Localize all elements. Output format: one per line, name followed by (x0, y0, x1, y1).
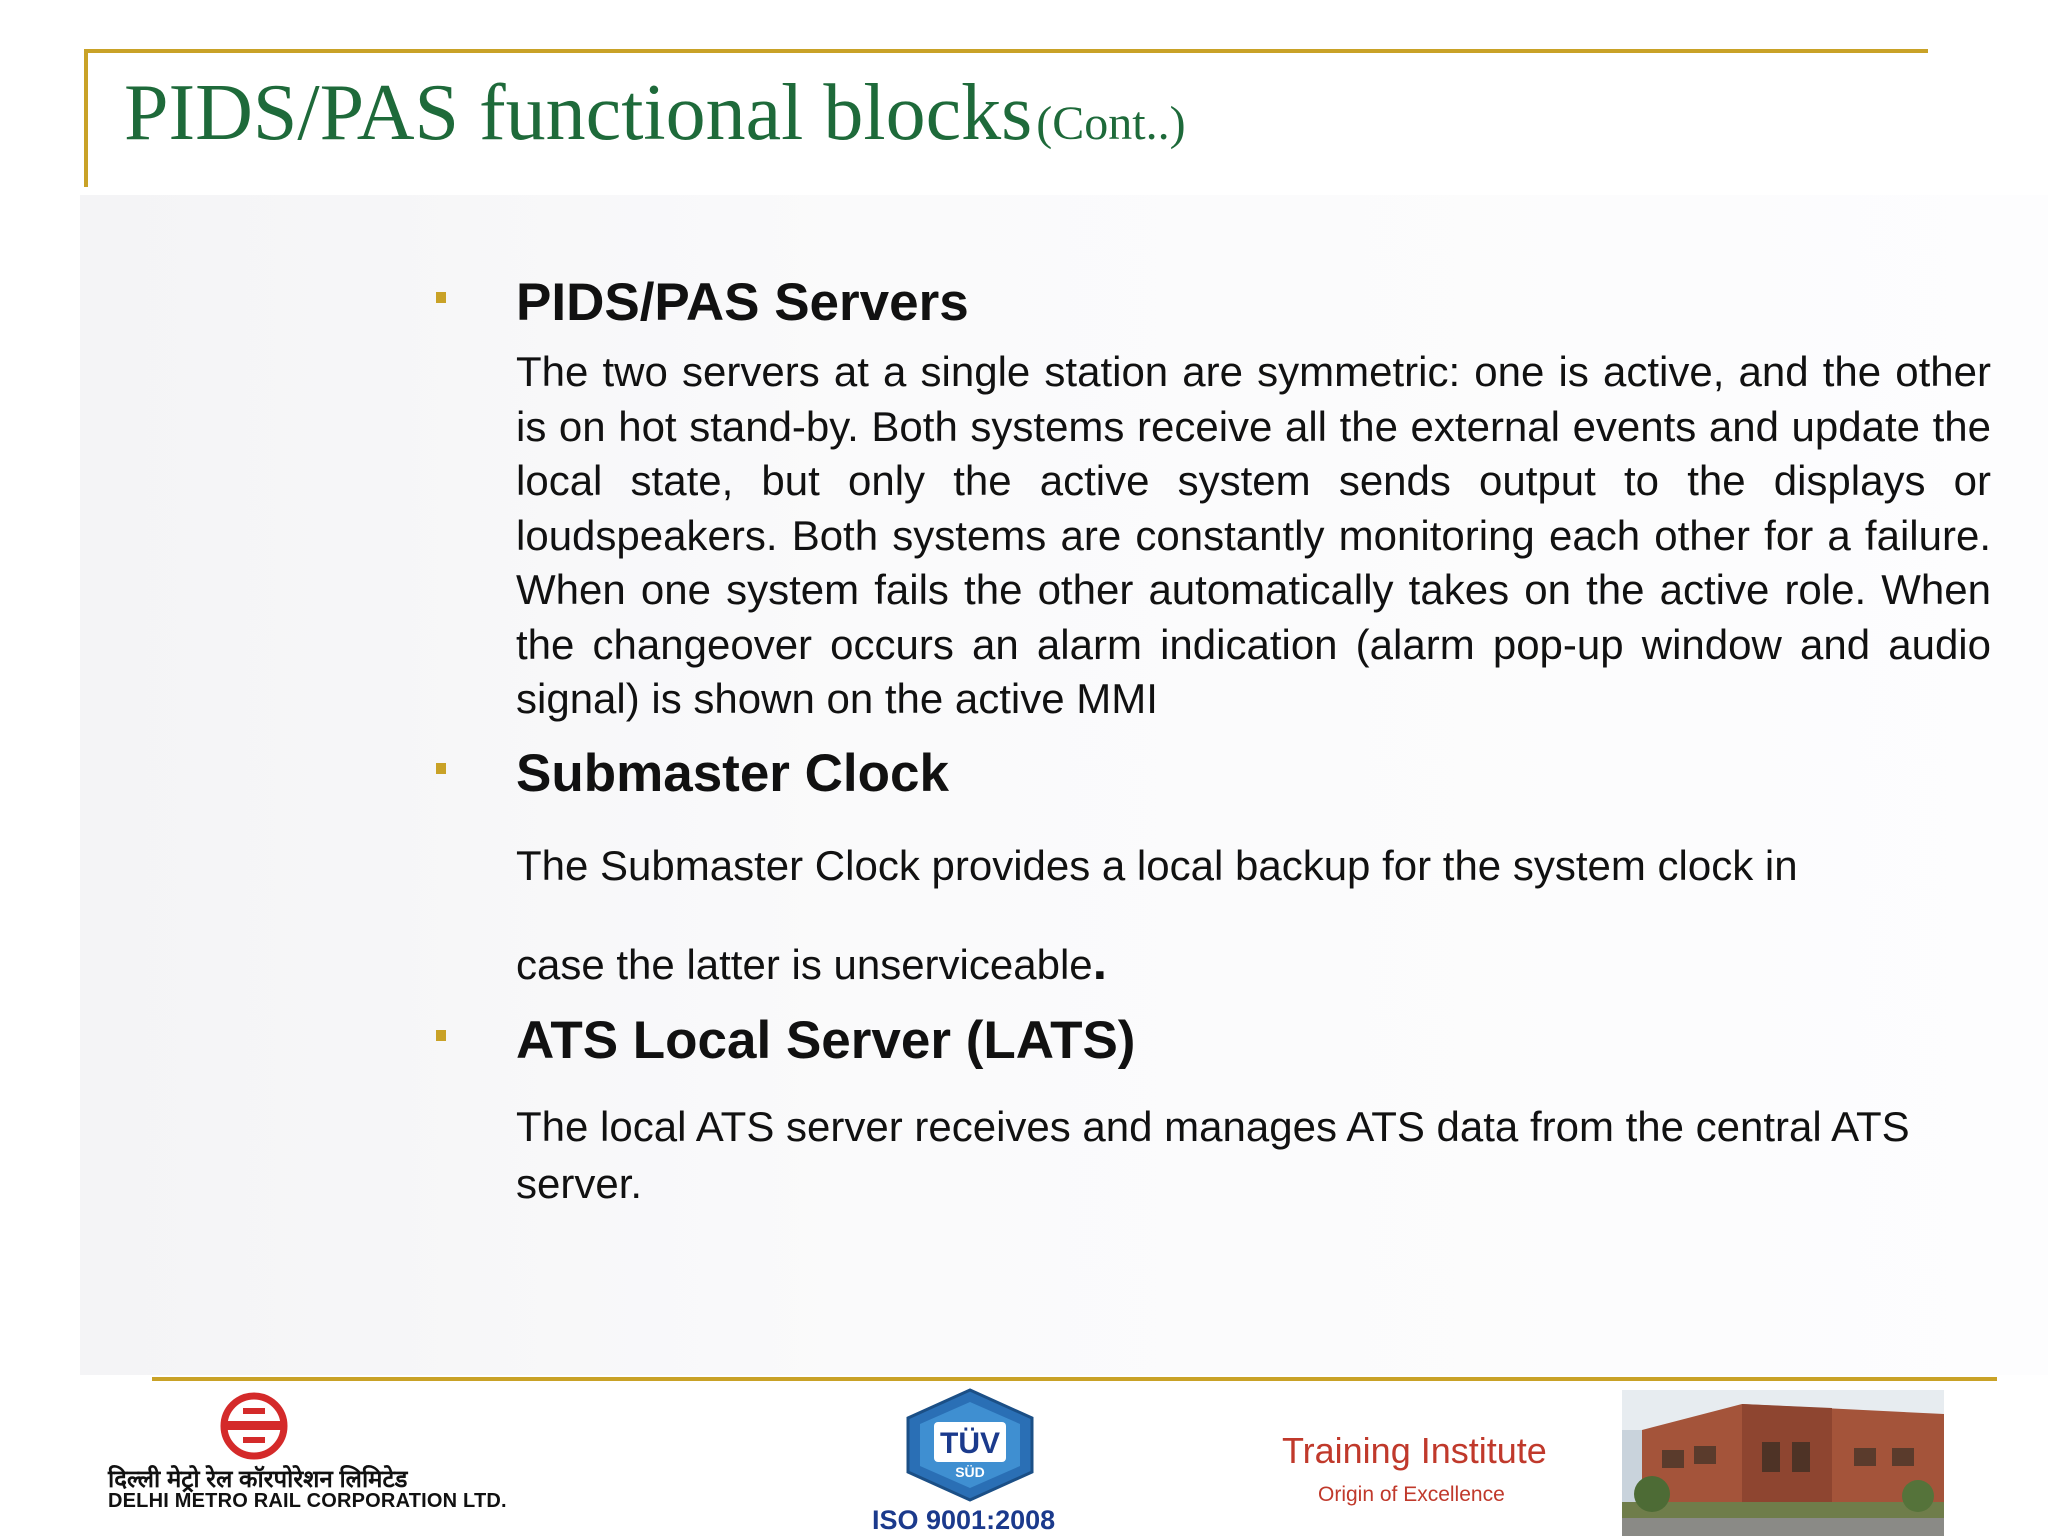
section-heading-ats-local-server: ATS Local Server (LATS) (516, 1011, 1136, 1070)
slide-background (80, 195, 2048, 1375)
training-institute-title: Training Institute (1282, 1430, 1547, 1471)
section-body-pids-pas-servers: The two servers at a single station are … (516, 348, 1991, 722)
dmrc-logo-icon (220, 1392, 288, 1460)
bullet-marker (436, 1030, 446, 1041)
section-body-ats-local-server: The local ATS server receives and manage… (516, 1103, 1910, 1207)
bullet-marker (436, 292, 446, 303)
tuv-certification-badge: TÜV SÜD (906, 1388, 1034, 1502)
footer-rule (152, 1377, 1997, 1381)
iso-certification-label: ISO 9001:2008 (872, 1505, 1056, 1535)
title-frame-top-rule (84, 49, 1928, 53)
section-body-submaster-clock-line1: The Submaster Clock provides a local bac… (516, 842, 1798, 889)
section-body-submaster-clock-line2: case the latter is unserviceable. (516, 932, 1107, 992)
dmrc-name-hindi: दिल्ली मेट्रो रेल कॉरपोरेशन लिमिटेड (108, 1466, 408, 1493)
submaster-clock-period: . (1092, 933, 1108, 991)
submaster-clock-line2-text: case the latter is unserviceable (516, 941, 1093, 988)
section-heading-pids-pas-servers: PIDS/PAS Servers (516, 273, 969, 332)
title-frame-left-rule (84, 49, 88, 187)
slide-title-main: PIDS/PAS functional blocks (124, 69, 1033, 157)
slide-title-cont: (Cont..) (1036, 97, 1186, 150)
tuv-sud-text: SÜD (955, 1464, 985, 1480)
tuv-text: TÜV (940, 1427, 1000, 1460)
slide-title: PIDS/PAS functional blocks (Cont..) (124, 68, 1186, 159)
training-institute-building-photo (1622, 1390, 1944, 1536)
training-institute-tagline: Origin of Excellence (1318, 1483, 1505, 1506)
bullet-marker (436, 763, 446, 774)
dmrc-name-english: DELHI METRO RAIL CORPORATION LTD. (108, 1490, 507, 1512)
section-heading-submaster-clock: Submaster Clock (516, 744, 949, 803)
